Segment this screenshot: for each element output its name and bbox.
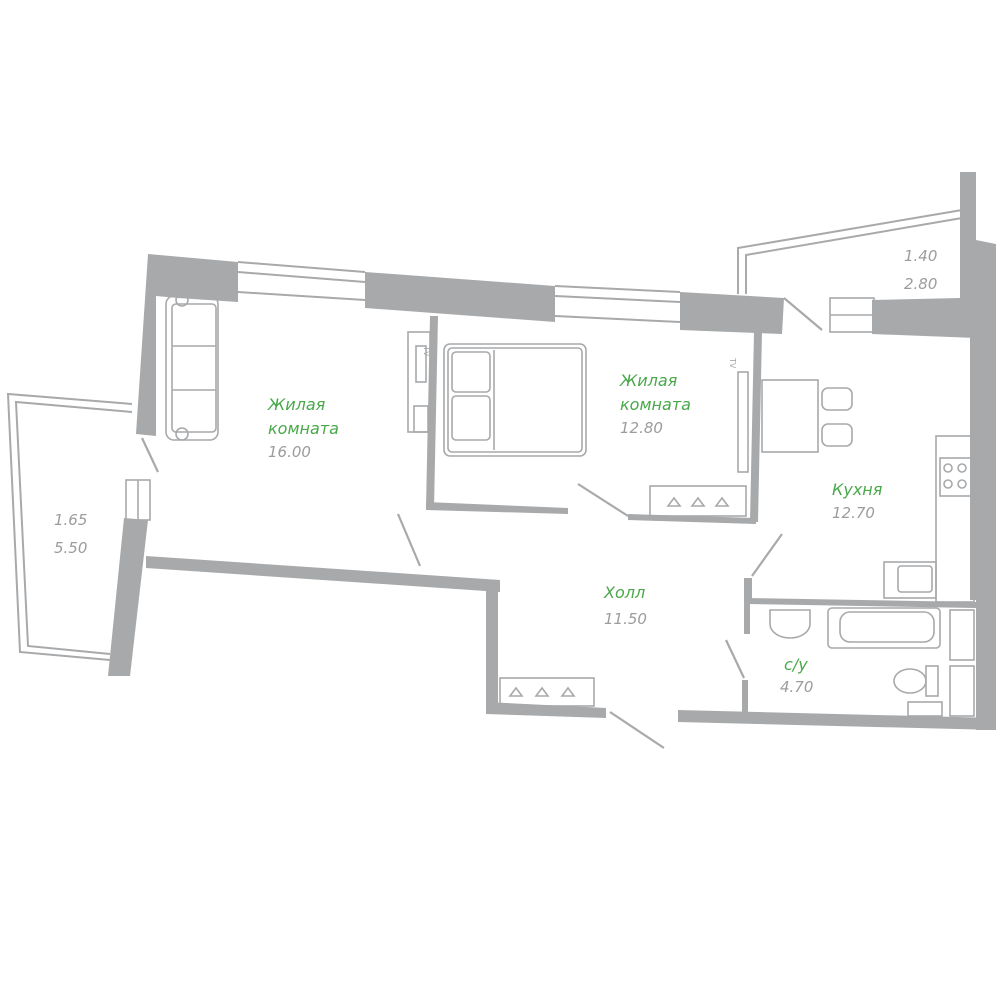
tv-stand-room1 — [407, 331, 431, 433]
kitchen-counter — [883, 435, 975, 603]
walls — [108, 172, 996, 730]
wardrobe-bedroom — [649, 485, 747, 517]
balcony-right-value-1: 1.40 — [904, 247, 937, 265]
sofa — [165, 293, 219, 441]
balcony-left-value-2: 5.50 — [54, 539, 87, 557]
bathroom-fixtures — [769, 607, 975, 717]
balcony-right-value-2: 2.80 — [904, 275, 937, 293]
living-room-2-area: 12.80 — [620, 419, 663, 437]
bathroom-area: 4.70 — [780, 678, 813, 696]
living-room-1-name-line1: Жилая — [267, 395, 326, 414]
bed — [443, 343, 587, 457]
tv-stand-room2 — [737, 371, 749, 473]
dining-set — [761, 379, 853, 453]
balcony-right — [737, 209, 963, 333]
hall-name: Холл — [603, 583, 645, 602]
wardrobe-hall — [499, 677, 595, 707]
kitchen-name: Кухня — [832, 480, 883, 499]
living-room-1-area: 16.00 — [268, 443, 311, 461]
living-room-1-name-line2: комната — [268, 419, 339, 438]
balcony-left-value-1: 1.65 — [54, 511, 87, 529]
kitchen-area: 12.70 — [832, 504, 875, 522]
living-room-2-name-line1: Жилая — [619, 371, 678, 390]
doors — [141, 297, 823, 749]
bathroom-name: с/у — [784, 655, 808, 674]
living-room-2-name-line2: комната — [620, 395, 691, 414]
hall-area: 11.50 — [604, 610, 647, 628]
tv-label-room2: TV — [728, 357, 737, 369]
tv-label-room1: TV — [422, 345, 431, 357]
